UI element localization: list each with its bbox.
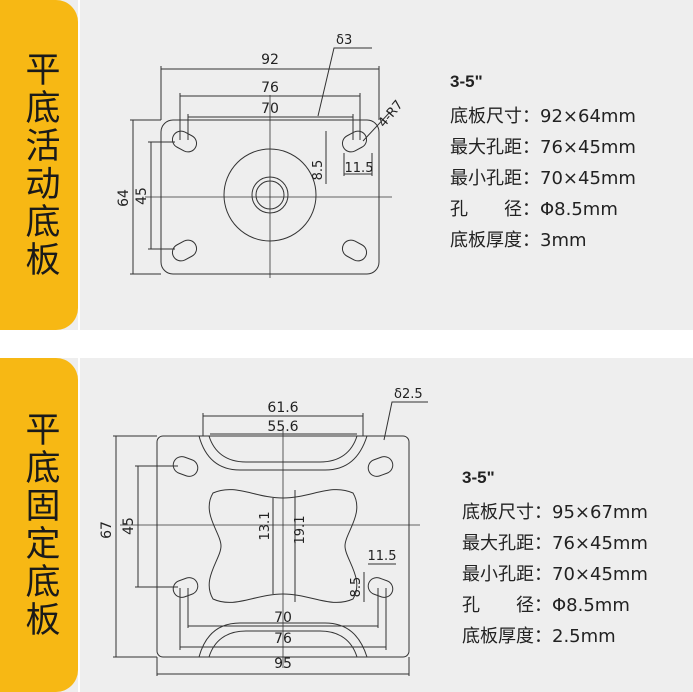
label-overall-height: 67 bbox=[99, 521, 115, 539]
slot-top-left bbox=[172, 456, 199, 477]
spec-label: 底板厚度： bbox=[450, 230, 540, 251]
spec-row: 孔 径：Φ8.5mm bbox=[450, 194, 636, 225]
spec-value: 76×45mm bbox=[552, 533, 648, 554]
spec-label: 最大孔距： bbox=[450, 137, 540, 158]
bracket-bottom-outer bbox=[198, 622, 368, 658]
spec-value: Φ8.5mm bbox=[552, 595, 630, 616]
label-hole-spacing-h: 45 bbox=[134, 187, 150, 205]
spec-value: 3mm bbox=[540, 230, 587, 251]
label-overall-width: 92 bbox=[261, 52, 279, 68]
spec-row: 底板尺寸：92×64mm bbox=[450, 101, 636, 132]
label-web-outer: 19.1 bbox=[293, 516, 308, 545]
spec-list: 3-5" 底板尺寸：95×67mm 最大孔距：76×45mm 最小孔距：70×4… bbox=[462, 468, 648, 652]
slot-bottom-left bbox=[171, 239, 198, 262]
slot-top-right bbox=[367, 456, 394, 477]
spec-label: 底板厚度： bbox=[462, 626, 552, 647]
panel-tab-label: 平底固定底板 bbox=[19, 411, 60, 639]
label-slot-width: 8.5 bbox=[349, 577, 364, 598]
tab-divider bbox=[78, 0, 80, 330]
spec-row: 底板厚度：2.5mm bbox=[462, 621, 648, 652]
label-max-spacing: 76 bbox=[274, 631, 292, 647]
spec-row: 最小孔距：70×45mm bbox=[462, 559, 648, 590]
label-web-inner: 13.1 bbox=[258, 512, 273, 541]
thickness-leader bbox=[383, 401, 428, 441]
spec-row: 最小孔距：70×45mm bbox=[450, 163, 636, 194]
spec-list: 3-5" 底板尺寸：92×64mm 最大孔距：76×45mm 最小孔距：70×4… bbox=[450, 72, 636, 256]
label-slot-width: 8.5 bbox=[311, 160, 326, 181]
slot-top-right bbox=[341, 130, 368, 153]
hole-leader bbox=[362, 111, 391, 142]
label-slot-length: 11.5 bbox=[345, 161, 374, 176]
label-thickness: δ2.5 bbox=[394, 387, 423, 402]
spec-label: 底板尺寸： bbox=[462, 502, 552, 523]
label-thickness: δ3 bbox=[336, 33, 352, 48]
spec-row: 孔 径：Φ8.5mm bbox=[462, 590, 648, 621]
center-boss-outer bbox=[223, 148, 317, 242]
spec-value: 92×64mm bbox=[540, 106, 636, 127]
center-hole bbox=[255, 180, 285, 210]
spec-value: Φ8.5mm bbox=[540, 199, 618, 220]
label-hole-callout: 4-R7 bbox=[376, 98, 407, 131]
label-slot-length: 11.5 bbox=[368, 549, 397, 564]
spec-title: 3-5" bbox=[462, 468, 495, 487]
label-overall-height: 64 bbox=[116, 189, 132, 207]
slot-bottom-right bbox=[367, 577, 394, 598]
label-max-spacing: 76 bbox=[261, 80, 279, 96]
label-min-spacing: 70 bbox=[274, 610, 292, 626]
spec-label: 孔 径： bbox=[450, 199, 540, 220]
spec-value: 95×67mm bbox=[552, 502, 648, 523]
spec-value: 2.5mm bbox=[552, 626, 616, 647]
swivel-plate-drawing: 92 76 70 δ3 4-R7 64 45 8.5 11.5 bbox=[116, 33, 407, 278]
rigid-plate-panel: 平底固定底板 bbox=[0, 358, 693, 692]
label-overall-width: 95 bbox=[274, 656, 292, 672]
label-top-outer-width: 61.6 bbox=[267, 400, 298, 416]
spec-label: 最小孔距： bbox=[462, 564, 552, 585]
panel-tab: 平底活动底板 bbox=[0, 0, 78, 330]
center-boss-inner bbox=[251, 176, 289, 214]
spec-row: 最大孔距：76×45mm bbox=[462, 528, 648, 559]
spec-label: 底板尺寸： bbox=[450, 106, 540, 127]
spec-value: 70×45mm bbox=[540, 168, 636, 189]
spec-title: 3-5" bbox=[450, 72, 483, 91]
slot-bottom-right bbox=[341, 239, 368, 262]
spec-label: 最大孔距： bbox=[462, 533, 552, 554]
bracket-top-outer bbox=[198, 435, 368, 471]
label-min-spacing: 70 bbox=[261, 101, 279, 117]
spec-row: 底板尺寸：95×67mm bbox=[462, 497, 648, 528]
label-hole-spacing-h: 45 bbox=[121, 517, 137, 535]
spec-value: 76×45mm bbox=[540, 137, 636, 158]
center-web bbox=[208, 489, 358, 603]
rigid-plate-drawing: 61.6 55.6 δ2.5 67 45 13.1 19.1 11.5 8.5 … bbox=[99, 387, 428, 676]
spec-row: 底板厚度：3mm bbox=[450, 225, 636, 256]
panel-tab: 平底固定底板 bbox=[0, 358, 78, 692]
spec-label: 孔 径： bbox=[462, 595, 552, 616]
panel-tab-label: 平底活动底板 bbox=[19, 51, 60, 279]
swivel-plate-panel: 平底活动底板 bbox=[0, 0, 693, 330]
tab-divider bbox=[78, 358, 80, 692]
spec-row: 最大孔距：76×45mm bbox=[450, 132, 636, 163]
label-top-inner-width: 55.6 bbox=[267, 419, 298, 435]
spec-label: 最小孔距： bbox=[450, 168, 540, 189]
thickness-leader bbox=[317, 47, 372, 117]
spec-value: 70×45mm bbox=[552, 564, 648, 585]
